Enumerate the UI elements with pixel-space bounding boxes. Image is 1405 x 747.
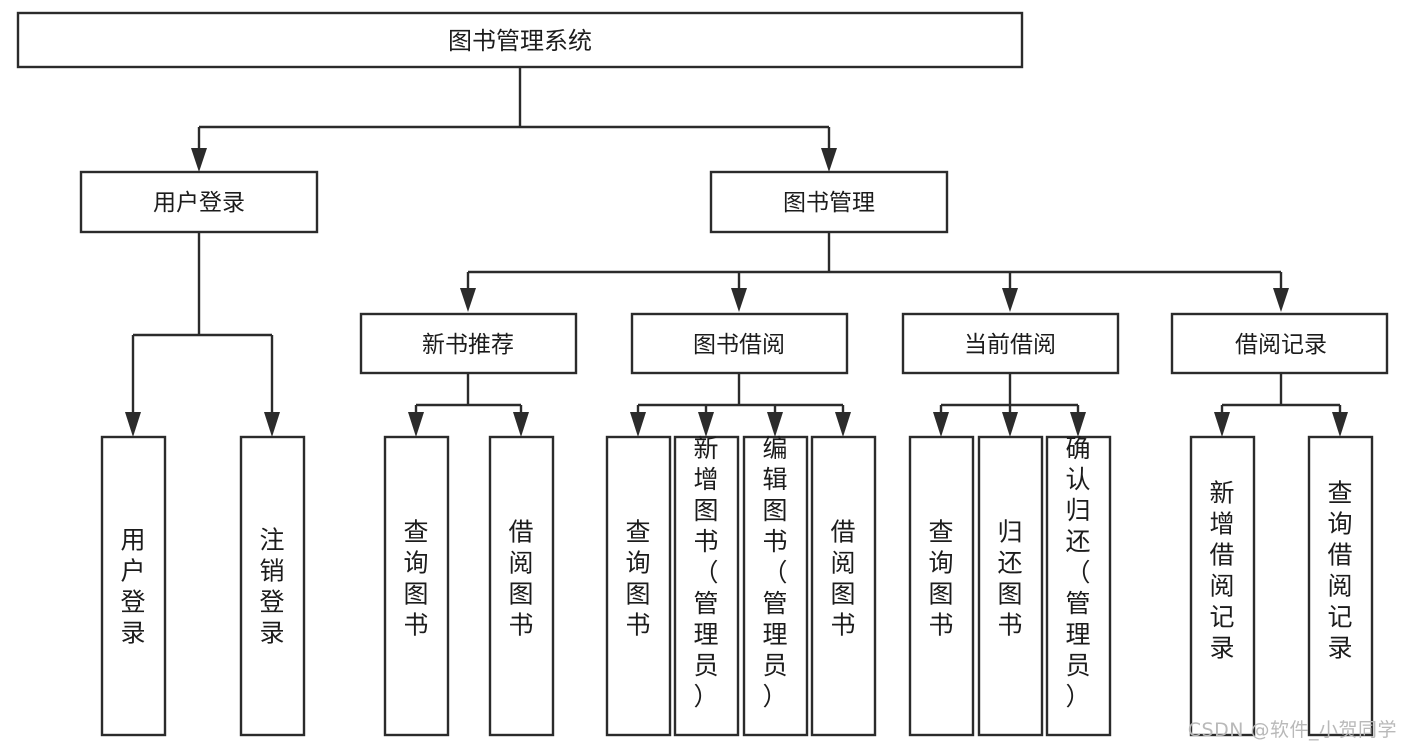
node-leaf-edit-book-admin-label: 编辑图书（管理员） [762, 434, 787, 711]
node-leaf-confirm-return-admin[interactable]: 确认归还（管理员） [1045, 434, 1112, 737]
node-borrow-record-label: 借阅记录 [1235, 332, 1327, 358]
arrowhead-leaf-query-book-2 [630, 412, 646, 437]
node-current-borrow-box[interactable] [901, 312, 1120, 375]
arrowhead-leaf-add-borrow-record [1214, 412, 1230, 437]
node-leaf-add-borrow-record[interactable]: 新增借阅记录 [1189, 435, 1256, 737]
arrowhead-leaf-edit-book-admin [767, 412, 783, 437]
node-current-borrow-label: 当前借阅 [964, 332, 1056, 358]
arrowhead-new-book-recommend [460, 288, 476, 312]
node-book-borrow[interactable]: 图书借阅 [630, 312, 849, 375]
node-new-book-recommend[interactable]: 新书推荐 [359, 312, 578, 375]
node-leaf-add-book-admin-box[interactable] [673, 435, 740, 737]
arrowhead-leaf-return-book [1002, 412, 1018, 437]
node-leaf-edit-book-admin-box[interactable] [742, 435, 809, 737]
node-leaf-borrow-book-2-box[interactable] [810, 435, 877, 737]
node-root-box[interactable] [16, 11, 1024, 69]
connector-group-current-borrow [933, 373, 1086, 437]
node-root-label: 图书管理系统 [448, 27, 592, 55]
node-user-login[interactable]: 用户登录 [79, 170, 319, 234]
node-book-management[interactable]: 图书管理 [709, 170, 949, 234]
node-root[interactable]: 图书管理系统 [16, 11, 1024, 69]
arrowhead-leaf-query-book-1 [408, 412, 424, 437]
node-leaf-borrow-book-2[interactable]: 借阅图书 [810, 435, 877, 737]
connector-group-root [191, 68, 837, 172]
node-leaf-edit-book-admin[interactable]: 编辑图书（管理员） [742, 434, 809, 737]
node-user-login-label: 用户登录 [153, 190, 245, 216]
node-book-borrow-box[interactable] [630, 312, 849, 375]
node-leaf-query-book-1[interactable]: 查询图书 [383, 435, 450, 737]
node-leaf-query-book-1-box[interactable] [383, 435, 450, 737]
node-borrow-record[interactable]: 借阅记录 [1170, 312, 1389, 375]
node-book-management-box[interactable] [709, 170, 949, 234]
node-leaf-confirm-return-admin-label: 确认归还（管理员） [1065, 434, 1090, 711]
node-book-management-label: 图书管理 [783, 190, 875, 216]
node-leaf-query-book-2-box[interactable] [605, 435, 672, 737]
node-leaf-query-borrow-record-box[interactable] [1307, 435, 1374, 737]
arrowhead-leaf-add-book-admin [698, 412, 714, 437]
node-leaf-query-book-1-label: 查询图书 [403, 517, 428, 639]
node-leaf-add-borrow-record-label: 新增借阅记录 [1209, 478, 1234, 662]
connector-group-borrow-record [1214, 373, 1348, 437]
node-leaf-confirm-return-admin-box[interactable] [1045, 435, 1112, 737]
arrowhead-book-borrow [731, 288, 747, 312]
node-leaf-query-book-2-label: 查询图书 [625, 517, 650, 639]
node-leaf-add-borrow-record-box[interactable] [1189, 435, 1256, 737]
node-leaf-return-book[interactable]: 归还图书 [977, 435, 1044, 737]
arrowhead-leaf-query-borrow-record [1332, 412, 1348, 437]
node-leaf-user-login-box[interactable] [100, 435, 167, 737]
arrowhead-leaf-borrow-book-2 [835, 412, 851, 437]
node-leaf-borrow-book-1-box[interactable] [488, 435, 555, 737]
node-new-book-recommend-label: 新书推荐 [422, 332, 514, 358]
node-leaf-query-borrow-record-label: 查询借阅记录 [1327, 478, 1352, 662]
arrowhead-leaf-borrow-book-1 [513, 412, 529, 437]
node-leaf-query-borrow-record[interactable]: 查询借阅记录 [1307, 435, 1374, 737]
arrowhead-current-borrow [1002, 288, 1018, 312]
node-leaf-query-book-2[interactable]: 查询图书 [605, 435, 672, 737]
csdn-watermark: CSDN @软件_小贺同学 [1187, 719, 1397, 741]
node-current-borrow[interactable]: 当前借阅 [901, 312, 1120, 375]
node-leaf-logout-login-label: 注销登录 [259, 525, 284, 647]
node-user-login-box[interactable] [79, 170, 319, 234]
node-leaf-borrow-book-1[interactable]: 借阅图书 [488, 435, 555, 737]
node-leaf-return-book-box[interactable] [977, 435, 1044, 737]
node-leaf-query-book-3-label: 查询图书 [928, 517, 953, 639]
node-leaf-borrow-book-2-label: 借阅图书 [830, 517, 855, 639]
node-leaf-add-book-admin-label: 新增图书（管理员） [693, 434, 718, 711]
arrowhead-leaf-logout-login [264, 412, 280, 437]
arrowhead-leaf-query-book-3 [933, 412, 949, 437]
node-leaf-query-book-3[interactable]: 查询图书 [908, 435, 975, 737]
node-leaf-query-book-3-box[interactable] [908, 435, 975, 737]
arrowhead-borrow-record [1273, 288, 1289, 312]
node-leaf-add-book-admin[interactable]: 新增图书（管理员） [673, 434, 740, 737]
node-borrow-record-box[interactable] [1170, 312, 1389, 375]
node-leaf-user-login-label: 用户登录 [120, 525, 145, 647]
node-leaf-logout-login-box[interactable] [239, 435, 306, 737]
arrowhead-leaf-confirm-return-admin [1070, 412, 1086, 437]
connector-group-new-book-recommend [408, 373, 529, 437]
arrowhead-user-login [191, 148, 207, 172]
node-leaf-user-login[interactable]: 用户登录 [100, 435, 167, 737]
arrowhead-book-management [821, 148, 837, 172]
node-leaf-return-book-label: 归还图书 [997, 517, 1022, 639]
node-new-book-recommend-box[interactable] [359, 312, 578, 375]
connector-group-book-management [460, 232, 1289, 312]
node-leaf-logout-login[interactable]: 注销登录 [239, 435, 306, 737]
node-book-borrow-label: 图书借阅 [693, 332, 785, 358]
node-leaf-borrow-book-1-label: 借阅图书 [508, 517, 533, 639]
connector-group-book-borrow [630, 373, 851, 437]
arrowhead-leaf-user-login [125, 412, 141, 437]
connector-group-user-login [125, 232, 280, 437]
